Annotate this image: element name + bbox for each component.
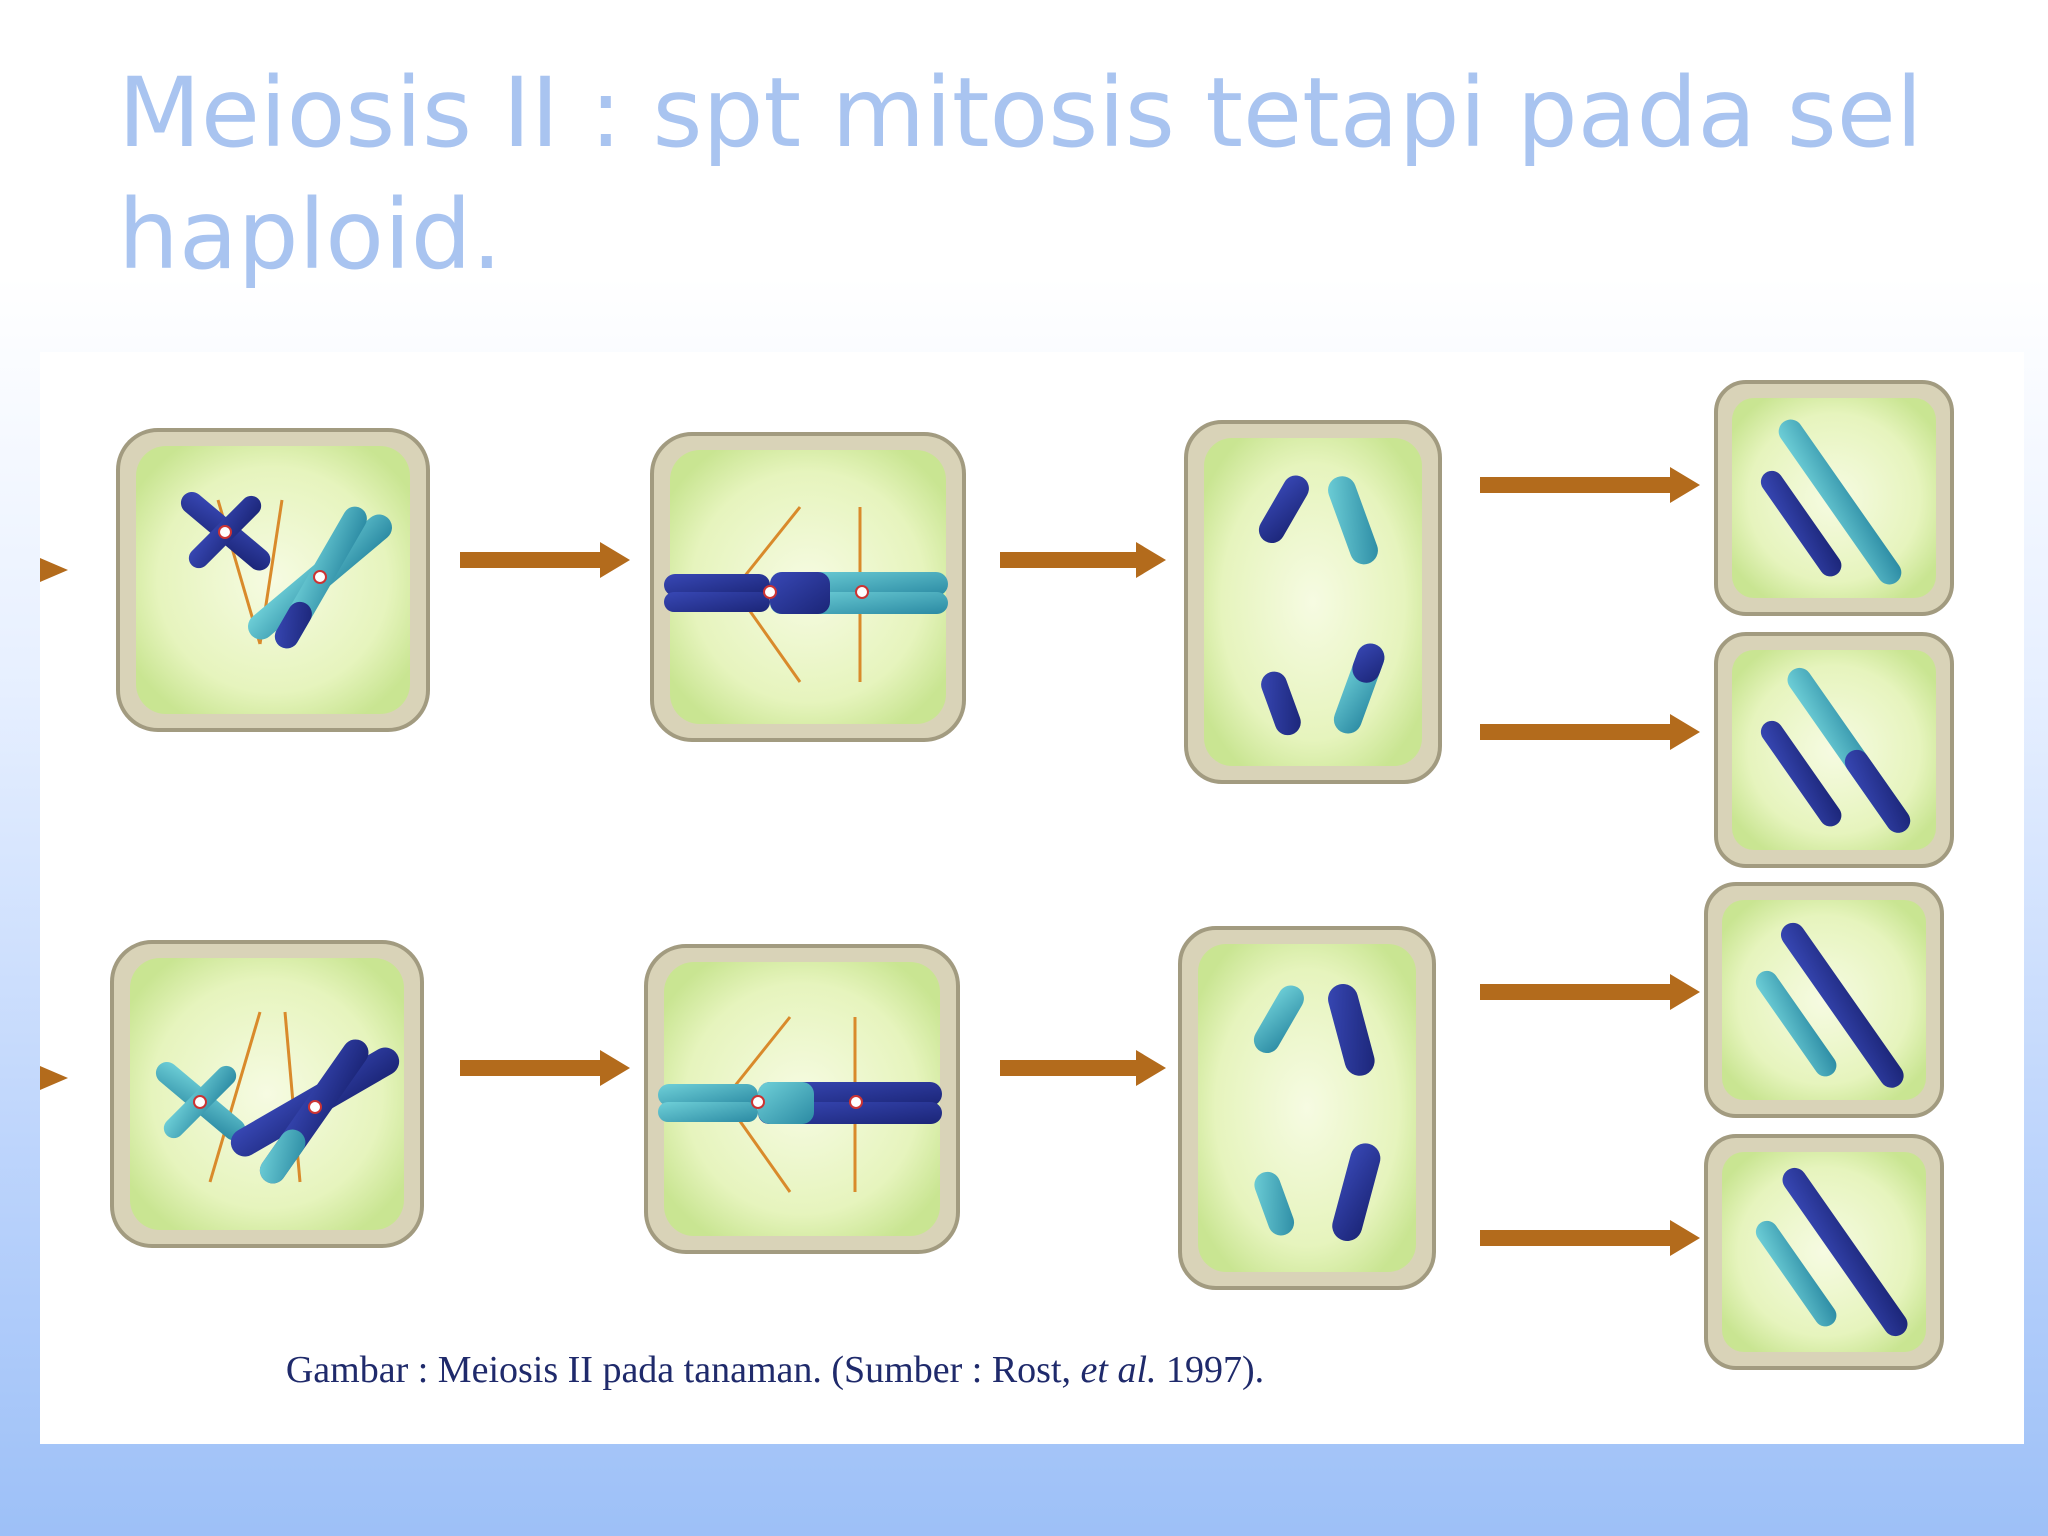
cell-metaphase-top [650,432,966,742]
arrow-2-bottom [1000,1050,1166,1086]
cell-anaphase-bottom [1178,926,1436,1290]
arrow-3b-bottom [1480,1220,1700,1256]
slide-title: Meiosis II : spt mitosis tetapi pada sel… [118,57,1923,291]
arrow-3a-top [1480,467,1700,503]
caption-prefix: Gambar : Meiosis II pada tanaman. (Sumbe… [285,1349,1081,1391]
cell-metaphase-bottom [644,944,960,1254]
caption-italic: et al. [1080,1349,1157,1391]
meiosis-diagram [40,380,1954,1370]
daughter-cell-4 [1704,1134,1944,1370]
cell-anaphase-top [1184,420,1442,784]
arrow-1-top [460,542,630,578]
cell-prophase-top [116,428,430,732]
entry-arrow-bottom [40,1066,68,1090]
arrow-3b-top [1480,714,1700,750]
daughter-cell-3 [1704,882,1944,1118]
entry-arrow-top [40,558,68,582]
daughter-cell-2 [1714,632,1954,868]
caption-suffix: 1997). [1156,1349,1265,1391]
cell-prophase-bottom [110,940,424,1248]
arrow-3a-bottom [1480,974,1700,1010]
daughter-cell-1 [1714,380,1954,616]
arrow-1-bottom [460,1050,630,1086]
arrow-2-top [1000,542,1166,578]
figure-caption: Gambar : Meiosis II pada tanaman. (Sumbe… [40,1348,1510,1392]
meiosis-ii-figure: Gambar : Meiosis II pada tanaman. (Sumbe… [40,352,2024,1444]
